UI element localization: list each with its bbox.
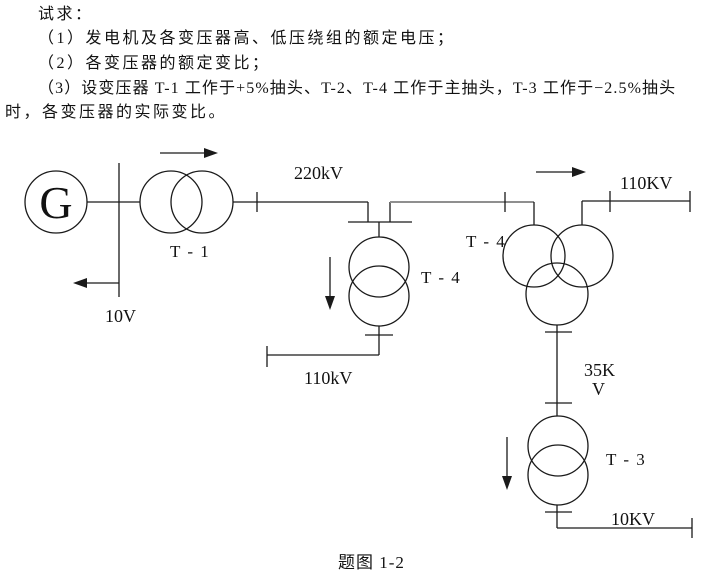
label-t2: T - 4 bbox=[421, 268, 461, 287]
problem-item-2: （2）各变压器的额定变比； bbox=[38, 55, 271, 72]
winding-circle bbox=[348, 236, 410, 298]
power-flow-arrow-right-t1 bbox=[160, 148, 218, 158]
winding-circle bbox=[348, 265, 410, 327]
label-t3: T - 3 bbox=[606, 450, 646, 469]
label-110kv-left: 110kV bbox=[304, 368, 352, 388]
winding-circle bbox=[550, 224, 614, 288]
power-flow-arrow-down-t2 bbox=[325, 257, 335, 310]
label-35kv-line1: 35K bbox=[584, 360, 615, 380]
label-110kv-right: 110KV bbox=[620, 173, 672, 193]
generator-label: G bbox=[39, 177, 72, 228]
power-flow-arrow-left bbox=[73, 278, 119, 288]
winding-circle bbox=[527, 415, 589, 477]
generator-symbol: G bbox=[24, 170, 88, 234]
arrow-head-icon bbox=[325, 296, 335, 310]
arrow-head-icon bbox=[73, 278, 87, 288]
power-flow-arrow-right-t4 bbox=[536, 167, 586, 177]
winding-circle bbox=[502, 224, 566, 288]
winding-circle bbox=[525, 262, 589, 326]
problem-item-3-cont: 时，各变压器的实际变比。 bbox=[5, 104, 228, 121]
label-t4: T - 4 bbox=[466, 232, 506, 251]
transformer-t3 bbox=[527, 415, 589, 506]
figure-caption: 题图 1-2 bbox=[338, 553, 405, 572]
arrow-head-icon bbox=[204, 148, 218, 158]
problem-item-3: （3）设变压器 T-1 工作于+5%抽头、T-2、T-4 工作于主抽头，T-3 … bbox=[38, 80, 677, 97]
transformer-t1 bbox=[139, 170, 234, 234]
arrow-head-icon bbox=[572, 167, 586, 177]
problem-prompt: 试求： bbox=[38, 6, 94, 23]
problem-item-1: （1）发电机及各变压器高、低压绕组的额定电压； bbox=[38, 30, 456, 47]
label-10kv: 10KV bbox=[611, 509, 655, 529]
winding-circle bbox=[527, 444, 589, 506]
winding-circle bbox=[139, 170, 203, 234]
transformer-t2 bbox=[348, 236, 410, 327]
power-flow-arrow-down-t3 bbox=[502, 437, 512, 490]
label-10v: 10V bbox=[105, 306, 136, 326]
transformer-t4 bbox=[502, 224, 614, 326]
label-35kv-line2: V bbox=[592, 379, 605, 399]
label-220kv: 220kV bbox=[294, 163, 343, 183]
label-t1: T - 1 bbox=[170, 242, 210, 261]
arrow-head-icon bbox=[502, 476, 512, 490]
